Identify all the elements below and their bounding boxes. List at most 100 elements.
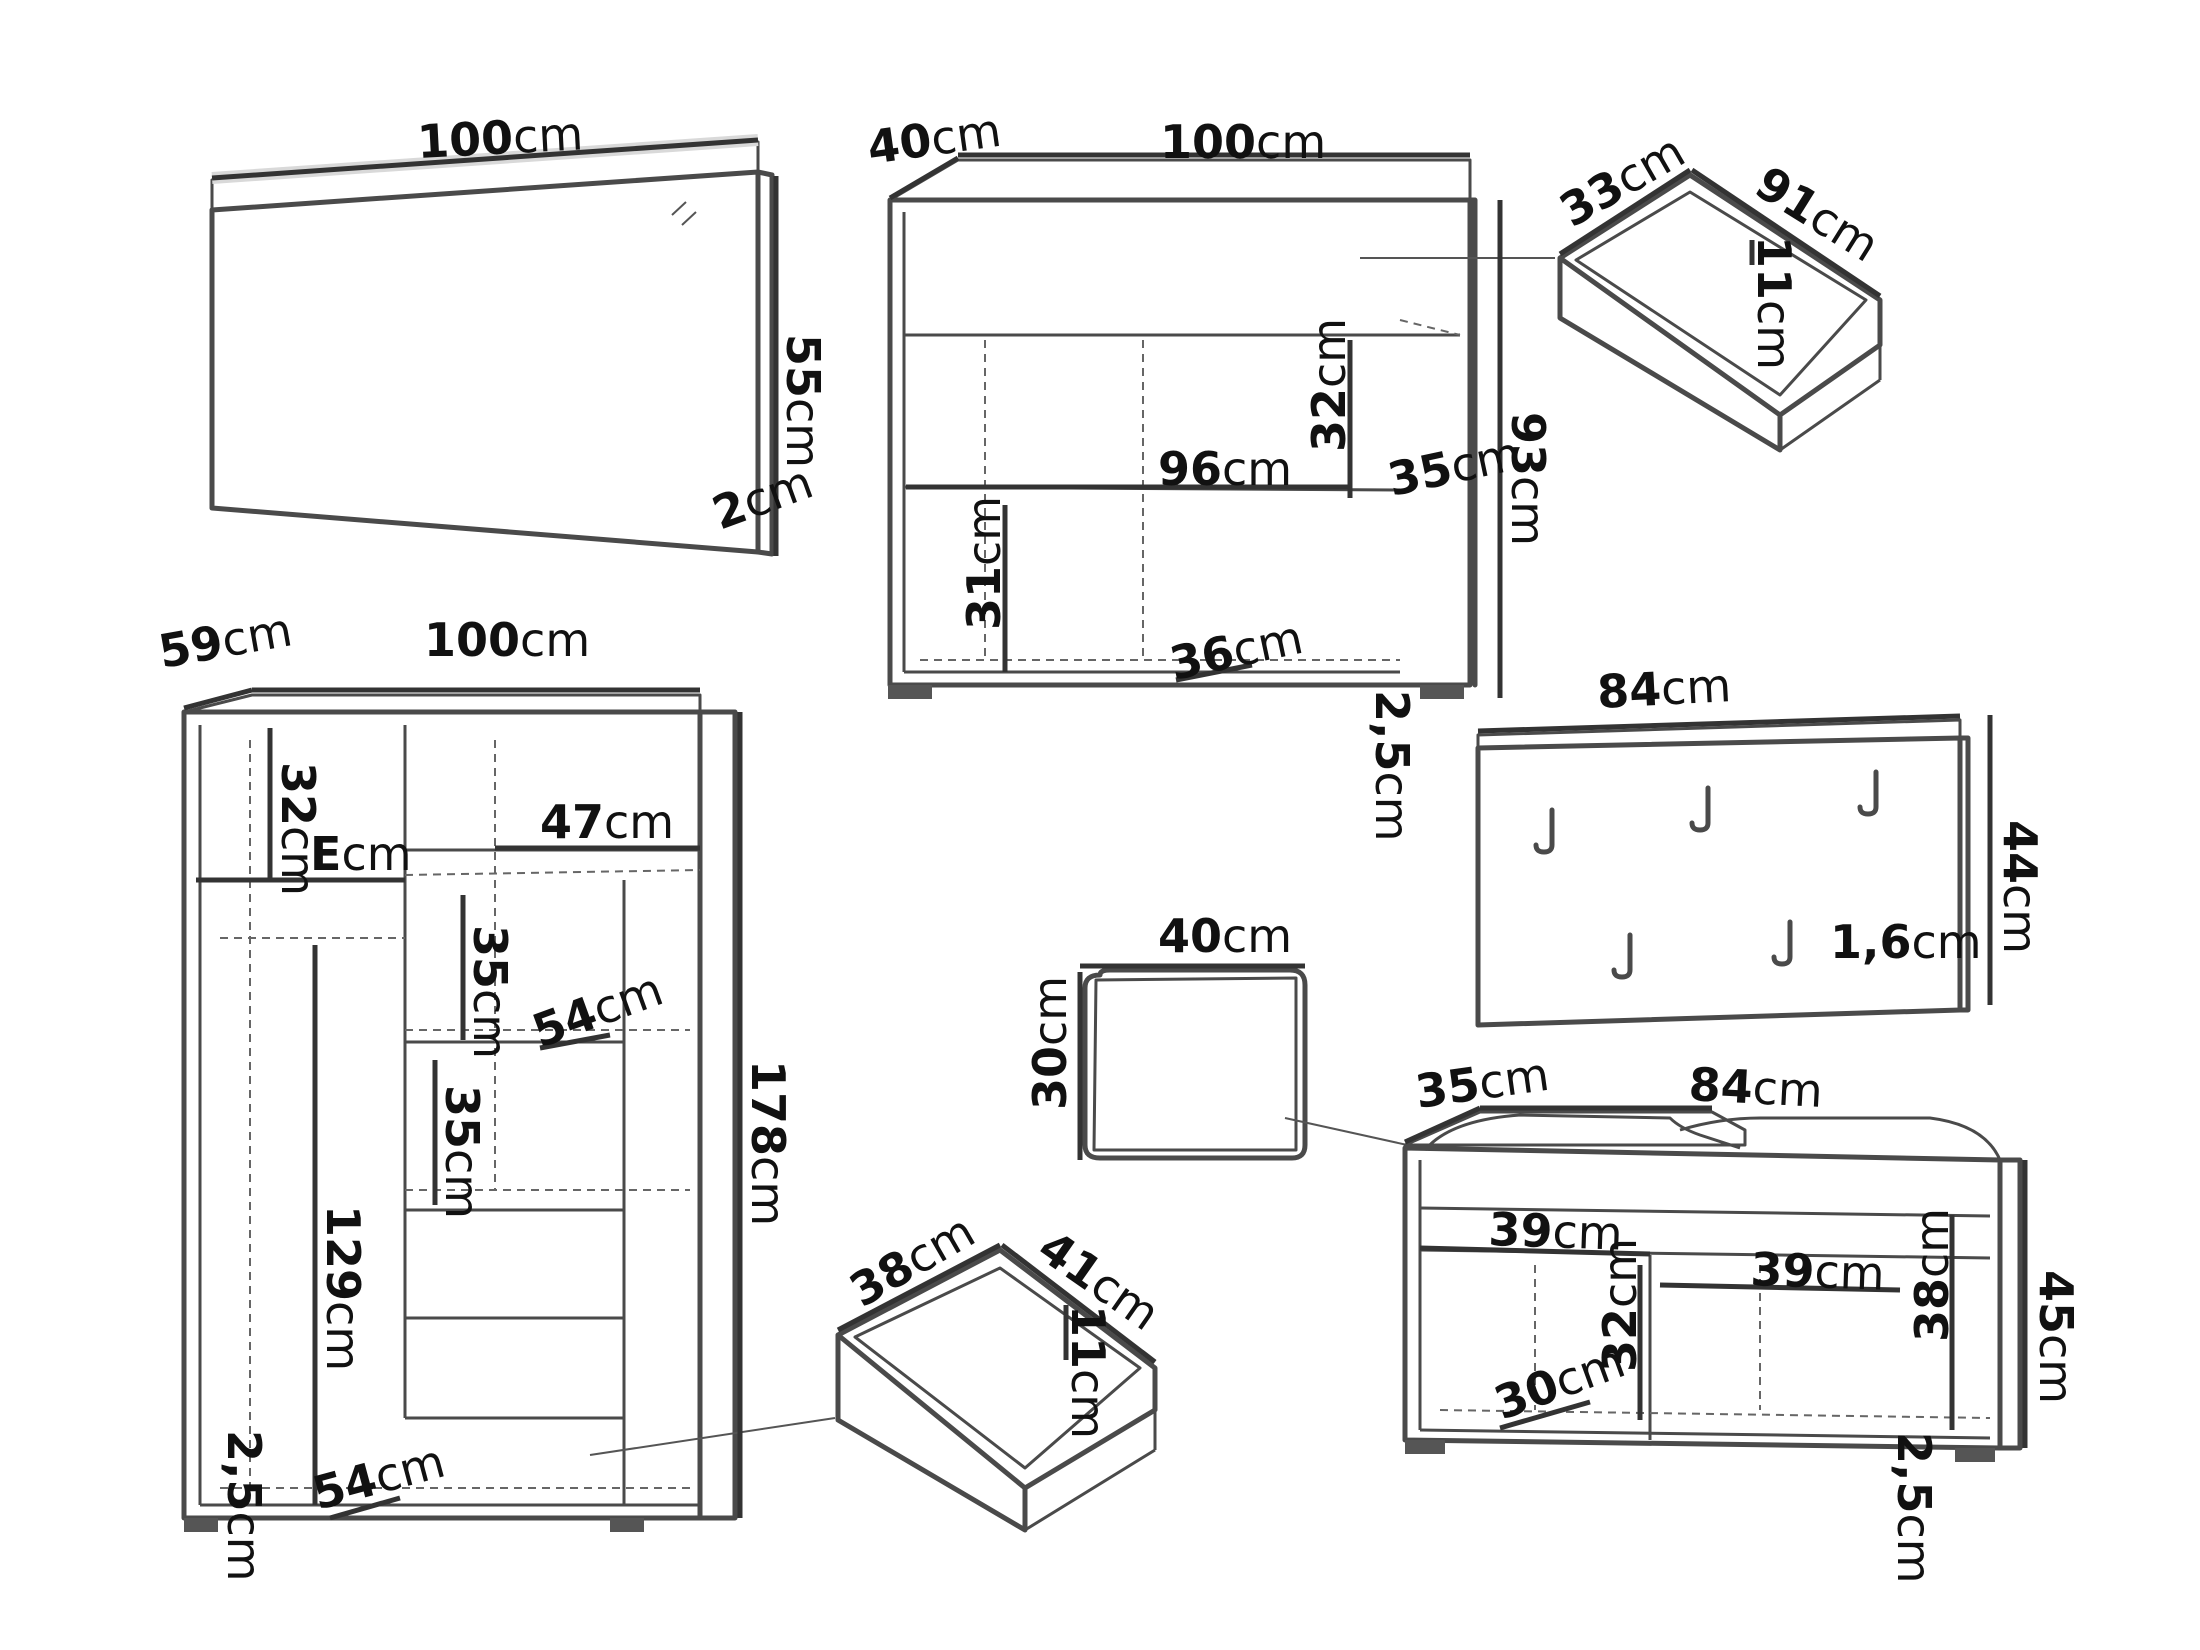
- wardrobe-shelf-2-height-label: 35cm: [435, 1085, 489, 1219]
- cabinet-lower-height-label: 31cm: [957, 496, 1011, 630]
- drawer-bottom-edge: [1779, 378, 1881, 452]
- wardrobe-bottom-depth-line: [329, 1495, 401, 1521]
- cabinet-drawer-height-label: 11cm: [1747, 236, 1801, 370]
- mirror-width-label: 100cm: [416, 106, 585, 169]
- dimension-labels: 100cm 55cm 2cm 40cm 100cm 93cm 32cm 96cm…: [155, 103, 2083, 1584]
- bench-bottom: [1419, 1428, 1991, 1440]
- drawer-box: [1557, 172, 1883, 453]
- panel-side: [1957, 735, 1971, 1013]
- wardrobe-drawer-drawing: [835, 1242, 1158, 1533]
- wardrobe-shelf-1-height-label: 35cm: [463, 925, 517, 1059]
- cabinet-drawer-drawing: [1557, 167, 1883, 453]
- wardrobe-drawer-height-label: 11cm: [1061, 1305, 1115, 1439]
- bench-side: [1997, 1157, 2023, 1451]
- wardrobe-foot: [184, 1518, 218, 1532]
- wardrobe-top: [182, 693, 702, 714]
- coat-hook-icon: [1857, 769, 1879, 817]
- wardrobe-top-right-label: 47cm: [540, 795, 674, 849]
- hanger-panel-width-label: 84cm: [1596, 658, 1733, 719]
- cushion-width-label: 40cm: [1158, 909, 1292, 963]
- bench-compartment-height-label: 32cm: [1593, 1238, 1647, 1372]
- bench-right-width-label: 39cm: [1750, 1242, 1886, 1301]
- mirror-depth-label: 2cm: [705, 455, 819, 541]
- bench-inner-height-label: 38cm: [1905, 1208, 1959, 1342]
- drawer-depth-line: [836, 1242, 1002, 1333]
- cabinet-hidden-edge: [1399, 319, 1461, 336]
- bench-left-width-label: 39cm: [1488, 1202, 1624, 1261]
- cabinet-front: [887, 197, 1473, 688]
- drawer-width-line: [1000, 1243, 1157, 1364]
- mirror-drawing: [209, 134, 779, 557]
- bench-foot: [1405, 1440, 1445, 1454]
- drawer-inner-rim: [1574, 190, 1868, 397]
- wardrobe-width-label: 100cm: [424, 613, 590, 667]
- drawer-inner-rim: [853, 1266, 1142, 1470]
- drawer-width-line: [1690, 167, 1882, 299]
- bench-left-width-line: [1419, 1245, 1651, 1257]
- drawer-depth-line: [1558, 167, 1692, 257]
- cabinet-drawing: [887, 152, 1555, 699]
- bench-width-label: 84cm: [1687, 1057, 1824, 1118]
- bench-compartment-depth-label: 30cm: [1487, 1334, 1632, 1431]
- bench-upper-rail: [1419, 1206, 1991, 1218]
- cabinet-shelf-width-label: 96cm: [1158, 442, 1292, 496]
- coat-hook-icon: [1771, 919, 1793, 967]
- wardrobe-hanging-height-label: 129cm: [316, 1205, 370, 1371]
- bench-cushion-right: [1679, 1116, 2002, 1161]
- wardrobe-hidden-shelf: [404, 869, 701, 876]
- bench-depth-line: [1403, 1105, 1482, 1145]
- cushion-outline: [1082, 967, 1308, 1161]
- drawer-box: [835, 1247, 1158, 1533]
- hanger-panel-height-label: 44cm: [1993, 820, 2047, 954]
- cabinet-depth-label: 40cm: [864, 103, 1004, 175]
- bench-cushion-left: [1423, 1113, 1741, 1151]
- cushion-drawing: [1077, 963, 1431, 1161]
- wardrobe-height-label: 178cm: [741, 1060, 795, 1226]
- mirror-face: [209, 169, 761, 555]
- cabinet-height-label: 93cm: [1501, 412, 1555, 546]
- bench-height-label: 45cm: [2029, 1270, 2083, 1404]
- bench-drawing: [1402, 1105, 2028, 1462]
- coat-hook-icon: [1611, 932, 1633, 980]
- cabinet-foot: [1420, 685, 1464, 699]
- wardrobe-shelf-depth-label: 54cm: [525, 962, 670, 1059]
- bench-depth-label: 35cm: [1412, 1047, 1552, 1119]
- cabinet-side: [1467, 197, 1478, 688]
- glass-reflection-mark: [671, 201, 687, 216]
- glass-reflection-mark: [681, 211, 697, 226]
- bench-foot: [1955, 1448, 1995, 1462]
- drawer-bottom-edge: [1024, 1448, 1156, 1532]
- panel-width-line: [1477, 713, 1961, 734]
- coat-hook-icon: [1533, 807, 1555, 855]
- cabinet-lower-depth-line: [1175, 662, 1253, 683]
- wardrobe-leg-label: 2,5cm: [217, 1430, 271, 1582]
- mirror-width-line: [211, 137, 759, 181]
- cushion-depth-label: 30cm: [1023, 976, 1077, 1110]
- wardrobe-drawing: [181, 687, 836, 1532]
- hanger-panel-drawing: [1475, 713, 1993, 1028]
- wardrobe-bottom-depth-label: 54cm: [307, 1434, 451, 1521]
- wardrobe-drawer-leader: [589, 1417, 836, 1456]
- cabinet-leg-label: 2,5cm: [1365, 690, 1419, 842]
- wardrobe-foot: [610, 1518, 644, 1532]
- bench-compartment-depth-line: [1499, 1399, 1591, 1431]
- cabinet-shelf-height-label: 32cm: [1302, 318, 1356, 452]
- panel-face: [1475, 735, 1963, 1028]
- mirror-height-label: 55cm: [776, 334, 830, 468]
- wardrobe-depth-line: [183, 687, 253, 711]
- wardrobe-shelf-depth-line: [539, 1032, 611, 1051]
- coat-hook-icon: [1689, 785, 1711, 833]
- cushion-inner: [1092, 976, 1298, 1152]
- cabinet-lower-depth-label: 36cm: [1165, 610, 1307, 691]
- bench-leg-label: 2,5cm: [1887, 1432, 1941, 1584]
- bench-right-width-line: [1659, 1282, 1901, 1293]
- wardrobe-top-left-label: Ecm: [310, 827, 412, 881]
- wardrobe-drawer-depth-label: 38cm: [841, 1204, 984, 1318]
- cabinet-width-label: 100cm: [1160, 115, 1326, 169]
- bench-hidden-bottom: [1439, 1409, 1991, 1419]
- wardrobe-depth-label: 59cm: [155, 602, 296, 678]
- wardrobe-top-height-label: 32cm: [271, 762, 325, 896]
- cabinet-depth-line: [888, 155, 960, 201]
- hanger-panel-depth-label: 1,6cm: [1830, 915, 1982, 969]
